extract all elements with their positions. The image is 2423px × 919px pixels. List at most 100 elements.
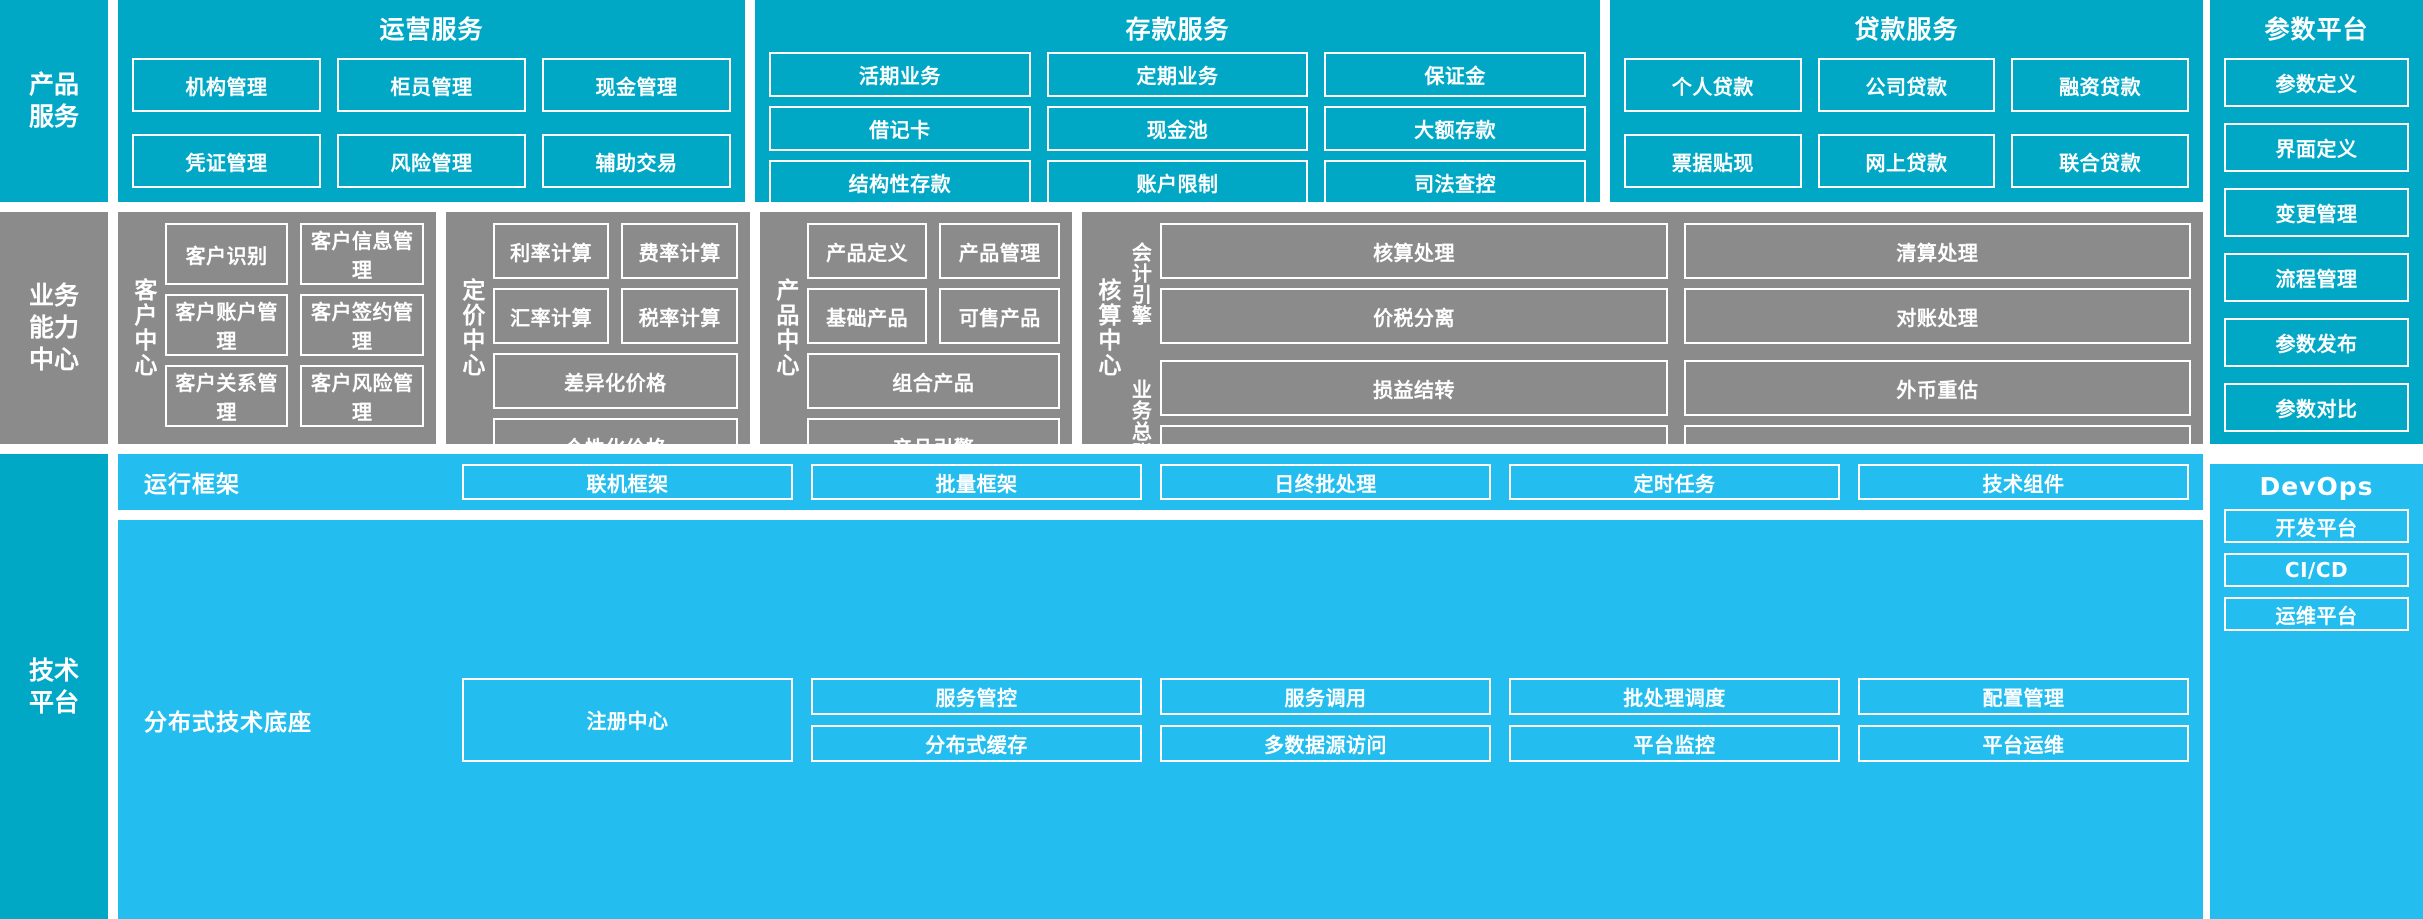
- tech-cell-multi-datasource-access[interactable]: 多数据源访问: [1160, 724, 1491, 762]
- service-cell-structured-deposit[interactable]: 结构性存款: [769, 160, 1031, 205]
- service-cell-bill-discount[interactable]: 票据贴现: [1624, 134, 1802, 188]
- param-item-process-management[interactable]: 流程管理: [2224, 253, 2409, 302]
- capability-cell-price-tax-separation[interactable]: 价税分离: [1160, 288, 1668, 344]
- tech-cell-service-governance[interactable]: 服务管控: [811, 677, 1142, 715]
- capability-cell-differentiated-pricing[interactable]: 差异化价格: [492, 353, 738, 409]
- strip-title-distributed-base: 分布式技术底座: [144, 709, 312, 736]
- group-title-deposit-services: 存款服务: [1125, 15, 1230, 44]
- product-center-grid: 产品定义 产品管理 基础产品 可售产品 组合产品 产品引擎: [806, 223, 1061, 474]
- group-operation-services: 运营服务 机构管理 柜员管理 现金管理 凭证管理 风险管理 辅助交易: [118, 0, 745, 202]
- service-cell-account-restriction[interactable]: 账户限制: [1046, 160, 1309, 205]
- base-column: 服务调用 多数据源访问: [1160, 677, 1491, 762]
- capability-cell-product-management[interactable]: 产品管理: [939, 223, 1061, 279]
- devops-item-ci-cd[interactable]: CI/CD: [2224, 553, 2409, 587]
- capability-cell-exchange-rate-calculation[interactable]: 汇率计算: [492, 288, 610, 344]
- service-cell-cash-management[interactable]: 现金管理: [542, 58, 731, 112]
- runtime-framework-cells: 联机框架 批量框架 日终批处理 定时任务 技术组件: [462, 464, 2189, 500]
- service-cell-joint-loan[interactable]: 联合贷款: [2011, 134, 2190, 188]
- grid-row: 客户账户管理 客户签约管理: [164, 294, 425, 356]
- tech-cell-platform-operations[interactable]: 平台运维: [1858, 724, 2189, 762]
- capability-cell-accounting-processing[interactable]: 核算处理: [1160, 223, 1668, 279]
- capability-cell-tax-rate-calculation[interactable]: 税率计算: [621, 288, 739, 344]
- service-cell-margin-deposit[interactable]: 保证金: [1324, 52, 1587, 97]
- capability-cell-customer-account-management[interactable]: 客户账户管理: [164, 294, 289, 356]
- tech-cell-configuration-management[interactable]: 配置管理: [1858, 677, 2189, 715]
- subsection-name-general-ledger: 业务总账: [1128, 378, 1153, 463]
- param-item-change-management[interactable]: 变更管理: [2224, 188, 2409, 237]
- distributed-base-cells: 注册中心 服务管控 分布式缓存 服务调用 多数据源访问 批处理调度 平台监控: [462, 677, 2189, 762]
- service-cell-financing-loan[interactable]: 融资贷款: [2011, 58, 2190, 112]
- grid-row: 产品定义 产品管理: [806, 223, 1061, 279]
- service-cell-large-deposit[interactable]: 大额存款: [1324, 106, 1587, 151]
- tech-cell-end-of-day-batch[interactable]: 日终批处理: [1160, 464, 1491, 500]
- param-item-parameter-comparison[interactable]: 参数对比: [2224, 383, 2409, 432]
- operation-services-grid: 机构管理 柜员管理 现金管理 凭证管理 风险管理 辅助交易: [132, 58, 731, 188]
- devops-item-operations-platform[interactable]: 运维平台: [2224, 597, 2409, 631]
- service-cell-voucher-management[interactable]: 凭证管理: [132, 134, 321, 188]
- right-column: 参数平台 参数定义 界面定义 变更管理 流程管理 参数发布 参数对比 DevOp…: [2210, 0, 2423, 919]
- technical-platform-row: 技术 平台 运行框架 联机框架 批量框架 日终批处理 定时任务 技术组件 分布式…: [0, 454, 2203, 919]
- param-item-interface-definition[interactable]: 界面定义: [2224, 123, 2409, 172]
- grid-row: 差异化价格: [492, 353, 738, 409]
- service-cell-teller-management[interactable]: 柜员管理: [337, 58, 526, 112]
- accounting-subsection-accounting-engine: 会计引擎 核算处理 清算处理 价税分离 对账处理: [1128, 223, 2192, 344]
- tech-cell-batch-scheduling[interactable]: 批处理调度: [1509, 677, 1840, 715]
- service-cell-org-management[interactable]: 机构管理: [132, 58, 321, 112]
- grid-row: 活期业务 定期业务 保证金: [769, 52, 1587, 97]
- tech-cell-online-framework[interactable]: 联机框架: [462, 464, 793, 500]
- layer-label-line-3: 中心: [28, 345, 79, 374]
- service-cell-demand-business[interactable]: 活期业务: [769, 52, 1031, 97]
- capability-cell-foreign-currency-revaluation[interactable]: 外币重估: [1683, 360, 2192, 416]
- grid-row: 票据贴现 网上贷款 联合贷款: [1624, 134, 2190, 188]
- service-cell-corporate-loan[interactable]: 公司贷款: [1817, 58, 1996, 112]
- group-title-operation-services: 运营服务: [379, 15, 484, 44]
- devops-item-development-platform[interactable]: 开发平台: [2224, 509, 2409, 543]
- capability-cell-customer-relationship-management[interactable]: 客户关系管理: [164, 365, 289, 427]
- service-cell-personal-loan[interactable]: 个人贷款: [1624, 58, 1802, 112]
- capability-cell-fee-rate-calculation[interactable]: 费率计算: [621, 223, 739, 279]
- layer-label-line-2: 平台: [28, 687, 79, 717]
- tech-cell-registry-center[interactable]: 注册中心: [462, 677, 793, 762]
- grid-row: 客户识别 客户信息管理: [164, 223, 425, 285]
- tech-cell-technical-component[interactable]: 技术组件: [1858, 464, 2189, 500]
- capability-cell-product-definition[interactable]: 产品定义: [806, 223, 928, 279]
- layer-label-line-1: 产品: [28, 70, 79, 99]
- grid-row: 凭证管理 风险管理 辅助交易: [132, 134, 731, 188]
- capability-cell-reconciliation-processing[interactable]: 对账处理: [1683, 288, 2192, 344]
- registry-center-wrap: 注册中心: [462, 677, 793, 762]
- tech-cell-scheduled-task[interactable]: 定时任务: [1509, 464, 1840, 500]
- service-cell-debit-card[interactable]: 借记卡: [769, 106, 1031, 151]
- service-cell-cash-pool[interactable]: 现金池: [1046, 106, 1309, 151]
- grid-row: 借记卡 现金池 大额存款: [769, 106, 1587, 151]
- tech-cell-service-invocation[interactable]: 服务调用: [1160, 677, 1491, 715]
- panel-parameter-platform: 参数平台 参数定义 界面定义 变更管理 流程管理 参数发布 参数对比: [2210, 0, 2423, 444]
- service-cell-risk-management[interactable]: 风险管理: [337, 134, 526, 188]
- capability-cell-customer-risk-management[interactable]: 客户风险管理: [300, 365, 425, 427]
- capability-cell-combined-product[interactable]: 组合产品: [806, 353, 1060, 409]
- service-cell-time-business[interactable]: 定期业务: [1046, 52, 1309, 97]
- service-cell-online-loan[interactable]: 网上贷款: [1817, 134, 1996, 188]
- capability-cell-clearing-processing[interactable]: 清算处理: [1683, 223, 2192, 279]
- capability-cell-customer-identification[interactable]: 客户识别: [164, 223, 289, 285]
- param-item-parameter-definition[interactable]: 参数定义: [2224, 58, 2409, 107]
- grid-row: 损益结转 外币重估: [1160, 360, 2192, 416]
- product-services-row: 产品 服务 运营服务 机构管理 柜员管理 现金管理 凭证管理 风险管理 辅助交易: [0, 0, 2203, 205]
- capability-cell-basic-product[interactable]: 基础产品: [806, 288, 928, 344]
- capability-cell-customer-info-management[interactable]: 客户信息管理: [300, 223, 425, 285]
- layer-label-line-2: 能力: [28, 313, 79, 342]
- tech-cell-batch-framework[interactable]: 批量框架: [811, 464, 1142, 500]
- tech-cell-platform-monitoring[interactable]: 平台监控: [1509, 724, 1840, 762]
- service-cell-judicial-control[interactable]: 司法查控: [1324, 160, 1587, 205]
- param-item-parameter-release[interactable]: 参数发布: [2224, 318, 2409, 367]
- tech-cell-distributed-cache[interactable]: 分布式缓存: [811, 724, 1142, 762]
- center-name-customer: 客户中心: [129, 278, 156, 378]
- capability-cell-sellable-product[interactable]: 可售产品: [939, 288, 1061, 344]
- main-column: 产品 服务 运营服务 机构管理 柜员管理 现金管理 凭证管理 风险管理 辅助交易: [0, 0, 2203, 919]
- service-cell-auxiliary-transaction[interactable]: 辅助交易: [542, 134, 731, 188]
- customer-center-grid: 客户识别 客户信息管理 客户账户管理 客户签约管理 客户关系管理 客户风险管理: [164, 223, 425, 433]
- capability-cell-customer-contract-management[interactable]: 客户签约管理: [300, 294, 425, 356]
- grid-row: 组合产品: [806, 353, 1060, 409]
- capability-cell-interest-rate-calculation[interactable]: 利率计算: [492, 223, 610, 279]
- grid-row: 汇率计算 税率计算: [492, 288, 739, 344]
- capability-cell-profit-loss-carryover[interactable]: 损益结转: [1160, 360, 1668, 416]
